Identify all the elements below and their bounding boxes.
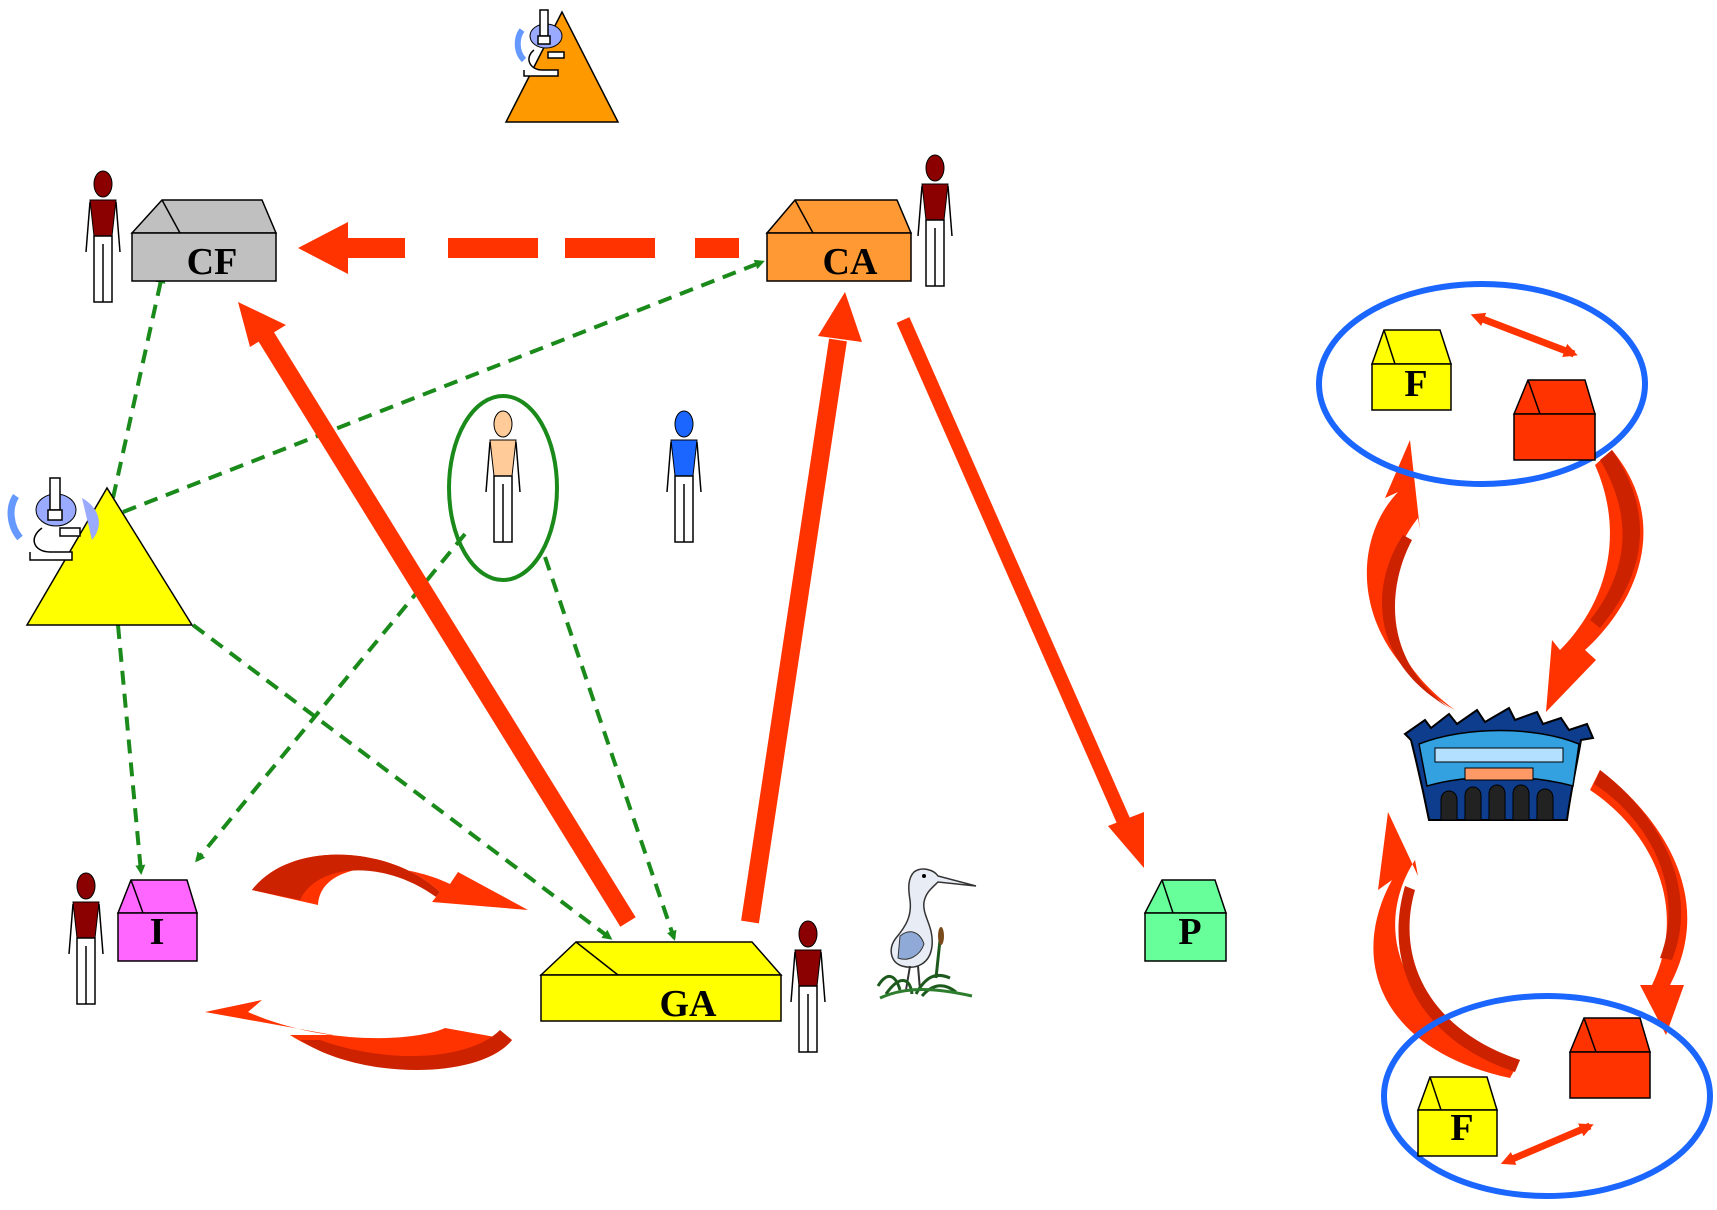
person-icon <box>68 872 104 1005</box>
dashed-arrow-yellow-to-ca <box>122 259 765 514</box>
person-icon <box>917 154 953 287</box>
green-ellipse <box>447 394 559 582</box>
person-icon <box>666 410 702 543</box>
top-circular-arrows <box>1366 440 1644 712</box>
house-cf: CF <box>130 199 278 283</box>
person-icon <box>85 170 121 303</box>
house-p: P <box>1143 879 1228 962</box>
house-label-i: I <box>150 911 165 953</box>
microscope-icon <box>514 9 565 77</box>
person-icon <box>790 920 826 1053</box>
stadium-icon <box>1403 706 1595 821</box>
person-icon <box>485 410 521 543</box>
bottom-circular-arrows <box>1373 770 1688 1078</box>
house-label-ga: GA <box>660 983 718 1025</box>
blue-ellipse-bottom <box>1381 993 1713 1199</box>
double-arrow-top <box>1470 312 1578 358</box>
microscope-icon <box>7 477 99 561</box>
house-label-p: P <box>1178 911 1201 953</box>
red-arrow-ca-to-p <box>896 317 1144 868</box>
dashed-arrow-yellow-to-cf <box>111 273 166 499</box>
house-ga: GA <box>539 941 783 1025</box>
dashed-arrow-person-to-ga <box>543 556 677 941</box>
orange-triangle <box>504 10 620 123</box>
dashed-arrow-yellow-to-ga <box>191 623 613 940</box>
double-arrow-bottom <box>1500 1122 1594 1165</box>
blue-ellipse-top <box>1316 281 1648 487</box>
red-arrow-ga-to-ca <box>741 292 862 924</box>
red-house-top <box>1512 379 1597 461</box>
heron-icon <box>876 868 977 1000</box>
curved-arrow-i-to-ga <box>252 854 528 910</box>
house-ca: CA <box>765 199 913 283</box>
red-dashed-arrow-ca-to-cf <box>298 222 739 274</box>
house-i: I <box>116 879 199 962</box>
house-f-top: F <box>1370 329 1453 411</box>
house-label-ca: CA <box>823 241 878 283</box>
house-f-bottom: F <box>1416 1076 1499 1157</box>
house-label-f-top: F <box>1404 363 1427 405</box>
red-house-bottom <box>1568 1017 1652 1099</box>
house-label-cf: CF <box>187 241 238 283</box>
curved-arrow-ga-to-i <box>205 1000 512 1070</box>
dashed-arrow-yellow-to-i <box>116 624 146 875</box>
red-arrow-ga-to-cf <box>238 302 636 927</box>
house-label-f-bottom: F <box>1450 1107 1473 1149</box>
